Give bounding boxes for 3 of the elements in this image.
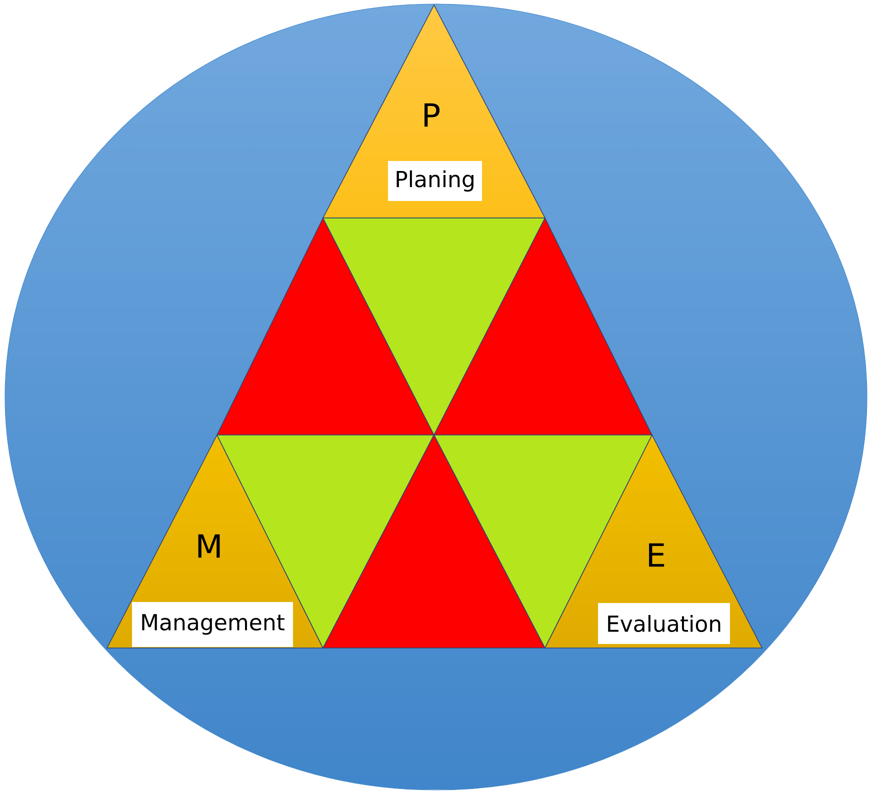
label-box: Management bbox=[132, 602, 293, 647]
label-box: Evaluation bbox=[598, 603, 730, 644]
label-box: Planing bbox=[388, 161, 482, 201]
